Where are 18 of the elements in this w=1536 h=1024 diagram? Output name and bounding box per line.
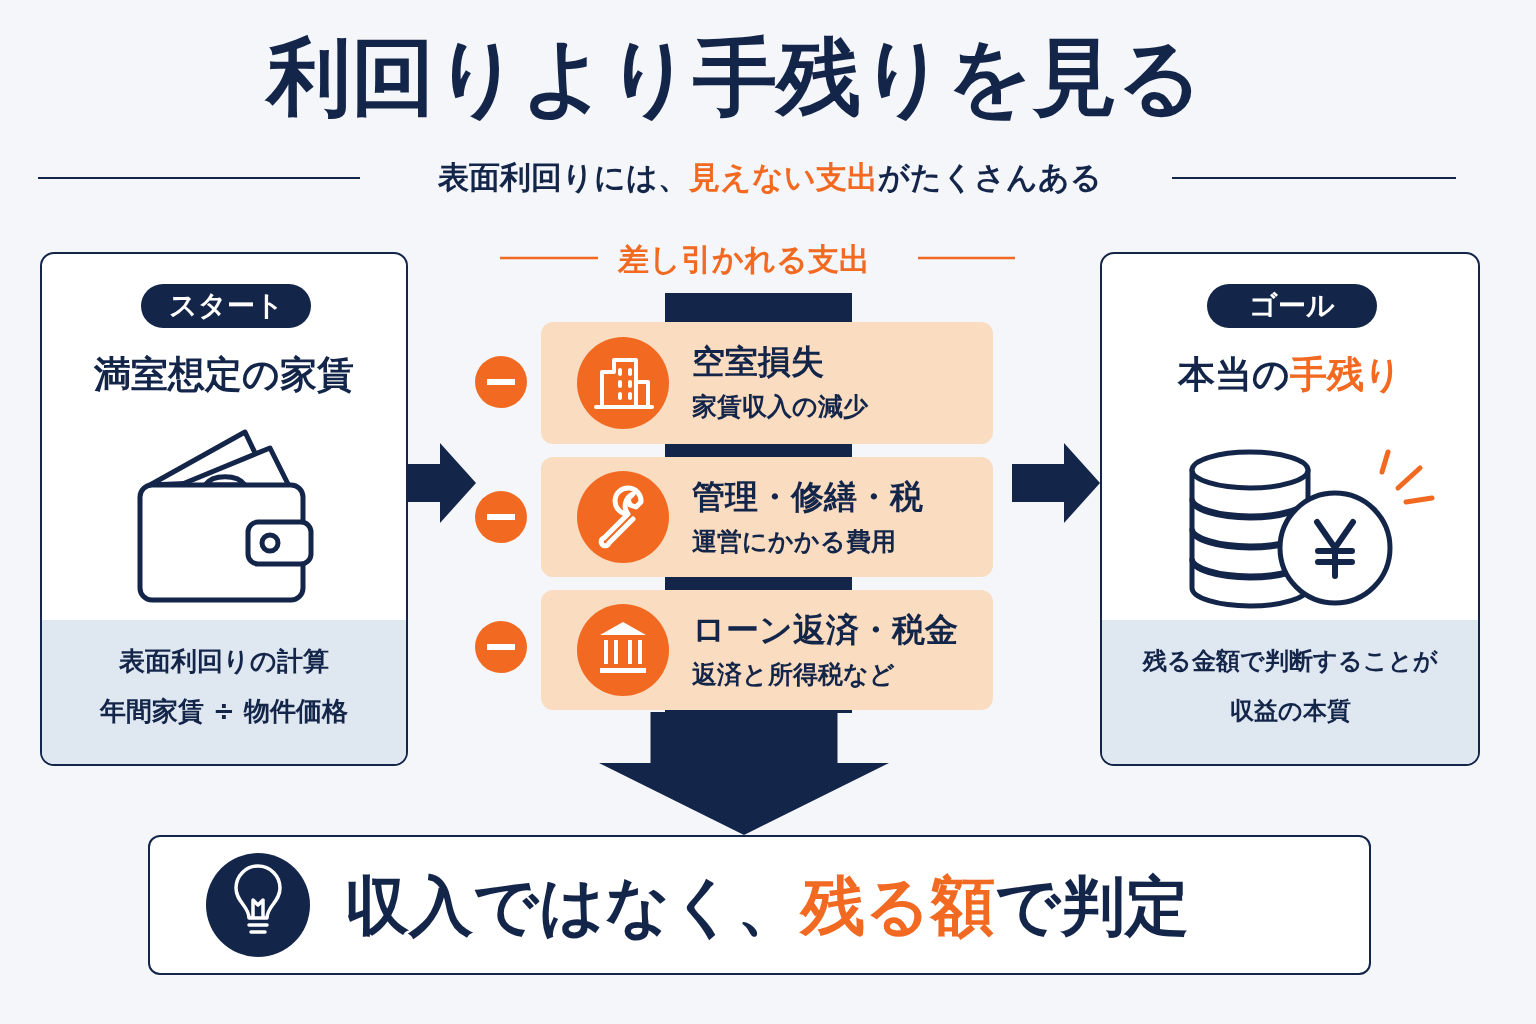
subtitle: 表面利回りには、見えない支出がたくさんある [437,158,1103,197]
card-title: ローン返済・税金 [692,609,958,651]
title: 利回りより手残りを見る [0,22,1470,132]
badge: スタート [141,284,311,328]
note-area: 表面利回りの計算年間家賃 ÷ 物件価格 [42,620,406,764]
panel-heading: 満室想定の家賃 [93,352,355,398]
card-title: 空室損失 [692,341,824,383]
conclusion-text: 収入ではなく、残る額で判定 [345,868,1189,945]
panel-heading: 本当の手残り [1176,352,1403,398]
card-title: 管理・修繕・税 [692,476,923,518]
card-subtitle: 返済と所得税など [692,659,895,691]
section-heading: 差し引かれる支出 [616,240,871,279]
arrow [408,443,476,523]
conclusion-banner [148,835,1371,975]
note-area: 残る金額で判断することが収益の本質 [1102,620,1478,764]
card-subtitle: 家賃収入の減少 [692,391,868,423]
card-subtitle: 運営にかかる費用 [692,526,896,558]
badge: ゴール [1207,284,1377,328]
